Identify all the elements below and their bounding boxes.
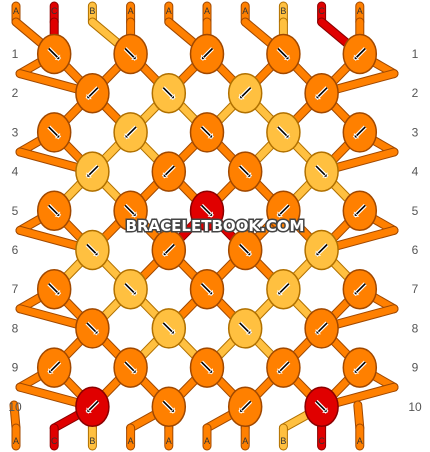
strand-label-bottom: A <box>13 436 19 446</box>
arrow-backward-icon <box>352 47 367 61</box>
arrow-forward-icon <box>161 399 176 414</box>
strand-label-bottom: B <box>280 436 286 446</box>
strand-label-bottom: A <box>128 436 134 446</box>
row-label-left: 2 <box>12 86 19 100</box>
strand-label-top: A <box>13 6 19 16</box>
arrow-forward-icon <box>276 47 291 61</box>
row-label-left: 10 <box>8 400 22 414</box>
strand-label-top: B <box>89 6 95 16</box>
row-label-right: 2 <box>412 86 419 100</box>
arrow-forward-icon <box>238 164 253 179</box>
strand-label-top: A <box>204 6 210 16</box>
arrow-forward-icon <box>238 243 253 257</box>
strand-label-top: A <box>242 6 248 16</box>
row-label-right: 10 <box>408 400 422 414</box>
arrow-forward-icon <box>161 321 176 336</box>
arrow-backward-icon <box>200 47 214 61</box>
watermark: BRACELETBOOK.COM <box>126 217 305 235</box>
arrow-forward-icon <box>123 360 138 375</box>
arrow-backward-icon <box>47 360 62 375</box>
strand-label-bottom: A <box>357 436 363 446</box>
arrow-forward-icon <box>123 282 138 297</box>
row-label-right: 7 <box>412 282 419 296</box>
arrow-forward-icon <box>200 282 214 297</box>
arrow-forward-icon <box>200 125 214 140</box>
row-label-left: 5 <box>12 204 19 218</box>
row-label-right: 3 <box>412 125 419 139</box>
arrow-forward-icon <box>47 47 62 61</box>
arrow-forward-icon <box>200 360 214 375</box>
arrow-forward-icon <box>161 86 176 101</box>
arrow-backward-icon <box>352 282 367 297</box>
arrow-forward-icon <box>314 164 329 179</box>
row-label-left: 4 <box>12 165 19 179</box>
row-label-right: 6 <box>412 243 419 257</box>
arrow-backward-icon <box>161 164 176 179</box>
arrow-backward-icon <box>123 125 138 140</box>
row-label-left: 3 <box>12 125 19 139</box>
strand-label-bottom: C <box>51 436 58 446</box>
strand-label-bottom: A <box>204 436 210 446</box>
arrow-backward-icon <box>85 164 100 179</box>
arrow-backward-icon <box>85 86 100 101</box>
arrow-backward-icon <box>352 125 367 140</box>
strand-label-bottom: A <box>166 436 172 446</box>
arrow-forward-icon <box>47 282 62 297</box>
arrow-forward-icon <box>85 321 100 336</box>
arrow-forward-icon <box>85 243 100 257</box>
arrow-forward-icon <box>47 203 62 218</box>
arrow-forward-icon <box>123 203 138 218</box>
row-label-left: 6 <box>12 243 19 257</box>
arrow-forward-icon <box>200 203 214 218</box>
arrow-forward-icon <box>47 125 62 140</box>
arrow-backward-icon <box>314 86 329 101</box>
arrow-backward-icon <box>276 360 291 375</box>
row-label-right: 9 <box>412 361 419 375</box>
strand-label-top: C <box>51 6 58 16</box>
knots <box>36 33 378 428</box>
strand-label-bottom: C <box>318 436 325 446</box>
arrow-forward-icon <box>314 399 329 414</box>
strand-label-top: A <box>128 6 134 16</box>
row-label-right: 5 <box>412 204 419 218</box>
arrow-backward-icon <box>352 203 367 218</box>
arrow-forward-icon <box>123 47 138 61</box>
row-label-left: 9 <box>12 361 19 375</box>
arrow-backward-icon <box>314 243 329 257</box>
row-label-left: 8 <box>12 321 19 335</box>
strand-label-top: C <box>318 6 325 16</box>
arrow-backward-icon <box>276 203 291 218</box>
arrow-forward-icon <box>238 321 253 336</box>
row-label-left: 7 <box>12 282 19 296</box>
strand-label-top: B <box>280 6 286 16</box>
arrow-backward-icon <box>352 360 367 375</box>
strand-label-bottom: A <box>242 436 248 446</box>
arrow-backward-icon <box>238 399 253 414</box>
strand-label-top: A <box>166 6 172 16</box>
arrow-backward-icon <box>238 86 253 101</box>
row-label-right: 4 <box>412 165 419 179</box>
arrow-backward-icon <box>314 321 329 336</box>
row-label-right: 8 <box>412 321 419 335</box>
arrow-forward-icon <box>276 125 291 140</box>
row-label-left: 1 <box>12 47 19 61</box>
arrow-backward-icon <box>276 282 291 297</box>
arrow-backward-icon <box>161 243 176 257</box>
strand-label-bottom: B <box>89 436 95 446</box>
strand-label-top: A <box>357 6 363 16</box>
arrow-backward-icon <box>85 399 100 414</box>
row-label-right: 1 <box>412 47 419 61</box>
